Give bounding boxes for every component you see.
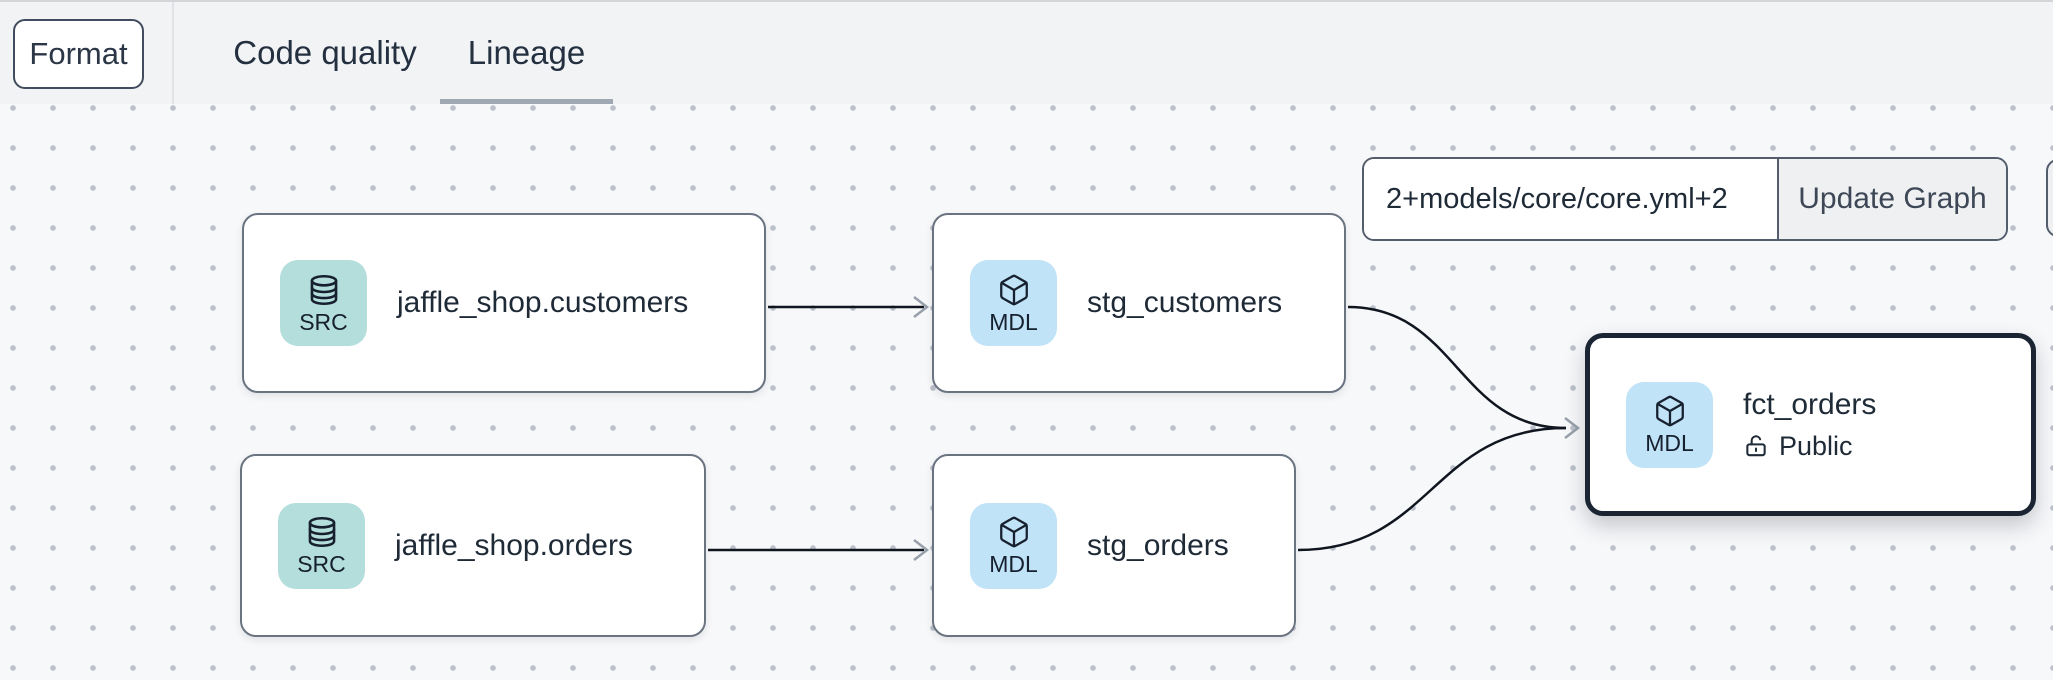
tab-code-quality[interactable]: Code quality: [233, 34, 417, 71]
access-badge: Public: [1743, 431, 1876, 462]
node-label: stg_orders: [1087, 528, 1229, 562]
model-type-badge: MDL: [970, 502, 1057, 589]
active-tab-underline: [440, 99, 613, 105]
update-graph-button[interactable]: Update Graph: [1777, 159, 2006, 239]
node-label: jaffle_shop.orders: [395, 528, 633, 562]
access-label: Public: [1779, 430, 1853, 461]
badge-label: SRC: [297, 551, 346, 577]
selector-input[interactable]: [1364, 159, 1777, 239]
model-type-badge: MDL: [970, 260, 1057, 346]
cutoff-toolbar-button[interactable]: [2046, 159, 2053, 237]
badge-label: MDL: [989, 308, 1038, 335]
source-type-badge: SRC: [278, 502, 365, 589]
lineage-node-stg-orders[interactable]: MDL stg_orders: [932, 454, 1296, 637]
cube-icon: [999, 516, 1028, 548]
database-icon: [308, 516, 335, 548]
badge-label: MDL: [1645, 430, 1694, 456]
graph-selector-group: Update Graph: [1362, 157, 2008, 241]
badge-label: SRC: [299, 308, 348, 335]
lineage-node-fct-orders[interactable]: MDL fct_orders Public: [1585, 333, 2036, 516]
unlock-icon: [1746, 435, 1766, 457]
lineage-node-stg-customers[interactable]: MDL stg_customers: [932, 213, 1346, 393]
toolbar: Format Code quality Lineage: [0, 0, 2053, 105]
lineage-node-jaffle-shop-orders[interactable]: SRC jaffle_shop.orders: [240, 454, 706, 637]
cube-icon: [1655, 395, 1684, 427]
badge-label: MDL: [989, 551, 1038, 577]
lineage-node-jaffle-shop-customers[interactable]: SRC jaffle_shop.customers: [242, 213, 766, 393]
model-type-badge: MDL: [1626, 381, 1713, 468]
cube-icon: [999, 274, 1028, 305]
node-label: stg_customers: [1087, 286, 1283, 319]
format-button[interactable]: Format: [13, 19, 144, 89]
node-label: jaffle_shop.customers: [397, 286, 689, 319]
database-icon: [310, 274, 337, 305]
toolbar-divider: [172, 2, 174, 104]
node-label: fct_orders: [1743, 387, 1877, 421]
source-type-badge: SRC: [280, 260, 367, 346]
tab-lineage[interactable]: Lineage: [467, 34, 586, 71]
